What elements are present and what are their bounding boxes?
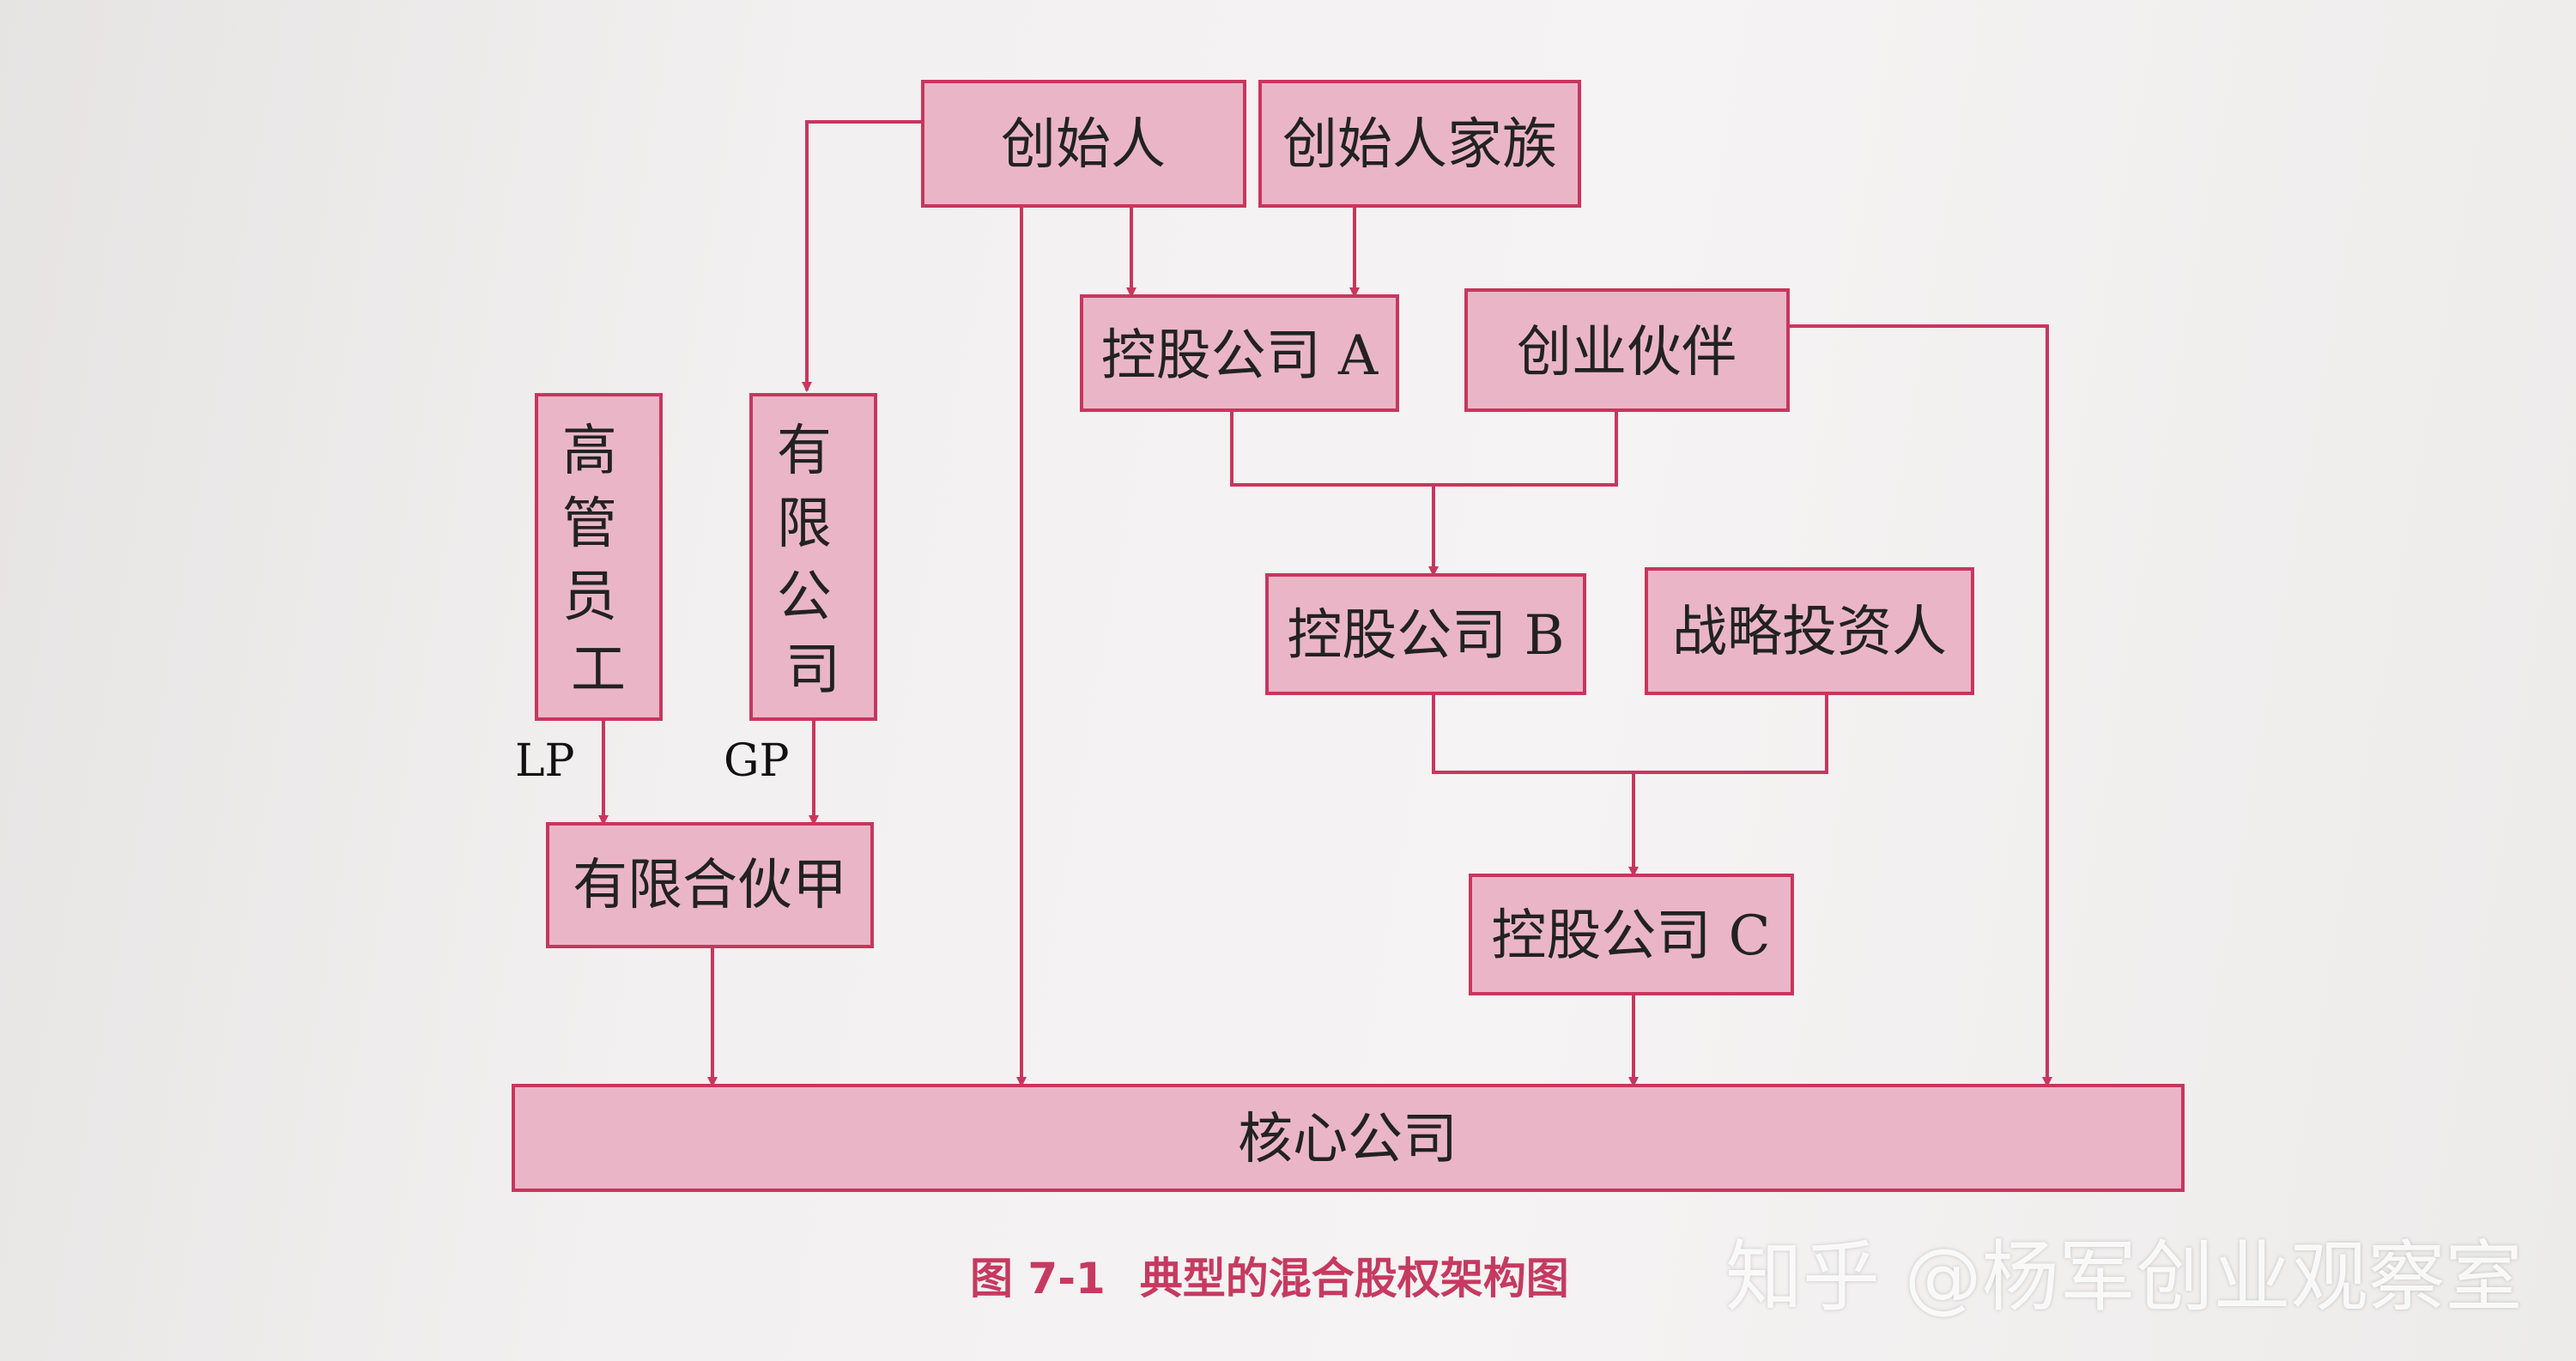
node-founder-family: 创始人家族 xyxy=(1258,80,1581,208)
node-lp-a-label: 有限合伙甲 xyxy=(573,854,847,917)
node-holding-c-label: 控股公司 C xyxy=(1491,904,1770,968)
node-founder-family-label: 创始人家族 xyxy=(1282,113,1557,177)
node-strategic-investor-label: 战略投资人 xyxy=(1672,601,1947,664)
node-core-company-label: 核心公司 xyxy=(1238,1108,1458,1171)
edge-holding-b-to-holding-c xyxy=(1432,693,1639,877)
edges xyxy=(598,120,2052,1087)
node-strategic-investor: 战略投资人 xyxy=(1645,567,1974,695)
edge-founder-to-ltd-company xyxy=(802,120,923,392)
edge-holding-a-to-holding-b xyxy=(1230,410,1439,577)
node-holding-b: 控股公司 B xyxy=(1265,573,1586,695)
node-core-company: 核心公司 xyxy=(512,1084,2185,1192)
edge-label-lp: LP xyxy=(515,735,575,787)
edge-partners-to-core xyxy=(1790,324,2052,1087)
node-holding-a-label: 控股公司 A xyxy=(1101,324,1379,388)
node-executives: 高 管 员 工 xyxy=(535,393,663,721)
node-executives-label: 高 管 员 工 xyxy=(562,420,634,702)
figure-number: 图 7-1 xyxy=(970,1254,1106,1304)
edge-label-gp: GP xyxy=(724,735,790,787)
node-holding-b-label: 控股公司 B xyxy=(1287,604,1564,668)
node-founder: 创始人 xyxy=(921,80,1246,208)
node-partners-label: 创业伙伴 xyxy=(1517,321,1737,384)
node-holding-c: 控股公司 C xyxy=(1469,874,1794,995)
watermark: 知乎 @杨军创业观察室 xyxy=(1725,1232,2523,1322)
node-founder-label: 创始人 xyxy=(1001,113,1166,177)
node-ltd-company-label: 有 限 公 司 xyxy=(777,420,849,702)
node-holding-a: 控股公司 A xyxy=(1080,294,1399,412)
node-ltd-company: 有 限 公 司 xyxy=(749,393,877,721)
node-lp-a: 有限合伙甲 xyxy=(546,822,874,948)
edge-strategic-investor-to-holding-c xyxy=(1633,693,1828,774)
node-partners: 创业伙伴 xyxy=(1464,288,1790,412)
figure-caption: 图 7-1 典型的混合股权架构图 xyxy=(970,1244,1569,1306)
figure-title: 典型的混合股权架构图 xyxy=(1139,1254,1569,1304)
edge-partners-to-holding-b xyxy=(1433,410,1618,487)
